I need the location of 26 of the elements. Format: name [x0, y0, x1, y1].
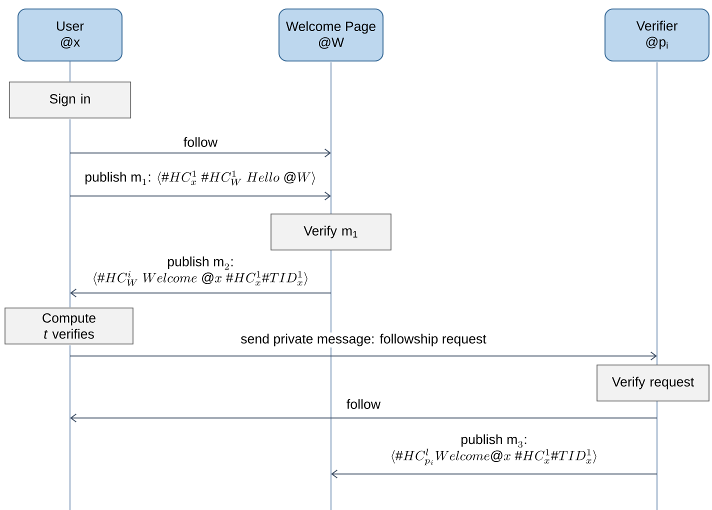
- arrow: [70, 148, 331, 158]
- arrow: [331, 470, 657, 478]
- edge-label: $\begin{array}{c}\text{publish m}_3\text{:}\\ \langle \#HC_{p_i}^l Welcome@x\ \#HC_x^1\#TID_x^1\rangle\end{array}$: [382, 431, 606, 467]
- activity-box: Sign in: [8, 82, 132, 118]
- edge-label: follow: [182, 136, 219, 148]
- lifeline: [330, 62, 332, 216]
- lifeline: [330, 249, 332, 510]
- lifeline: [69, 345, 71, 510]
- participant-box: User @x: [17, 8, 123, 62]
- arrow: [70, 192, 331, 200]
- activity-box: Verify m$_{1}$: [270, 214, 392, 250]
- edge-label: $\begin{array}{c}\text{publish m}_2\text{:}\\ \langle \#HC_W^i\ Welcome\ @x\ \#HC_x^1\#TID_x^1\rangle\end{array}$: [84, 254, 317, 288]
- arrow: [70, 414, 657, 422]
- lifeline: [656, 400, 658, 510]
- edge-label: $\text{publish m}_1\text{: }\langle \#HC_x^1\ \#HC_W^1\ Hello\ @W\rangle$: [83, 169, 318, 187]
- participant-box: Verifier @p$_{i}$: [604, 8, 710, 62]
- arrow: [70, 288, 331, 298]
- activity-box: Verify request: [596, 364, 710, 402]
- lifeline: [656, 62, 658, 366]
- arrow: [70, 352, 657, 360]
- lifeline: [69, 119, 71, 308]
- edge-label: follow: [345, 398, 382, 410]
- activity-box: Compute t verifies: [4, 308, 134, 344]
- lifeline: [69, 62, 71, 82]
- participant-box: Welcome Page @W: [278, 8, 384, 62]
- edge-label: send private message: followship request: [239, 332, 488, 348]
